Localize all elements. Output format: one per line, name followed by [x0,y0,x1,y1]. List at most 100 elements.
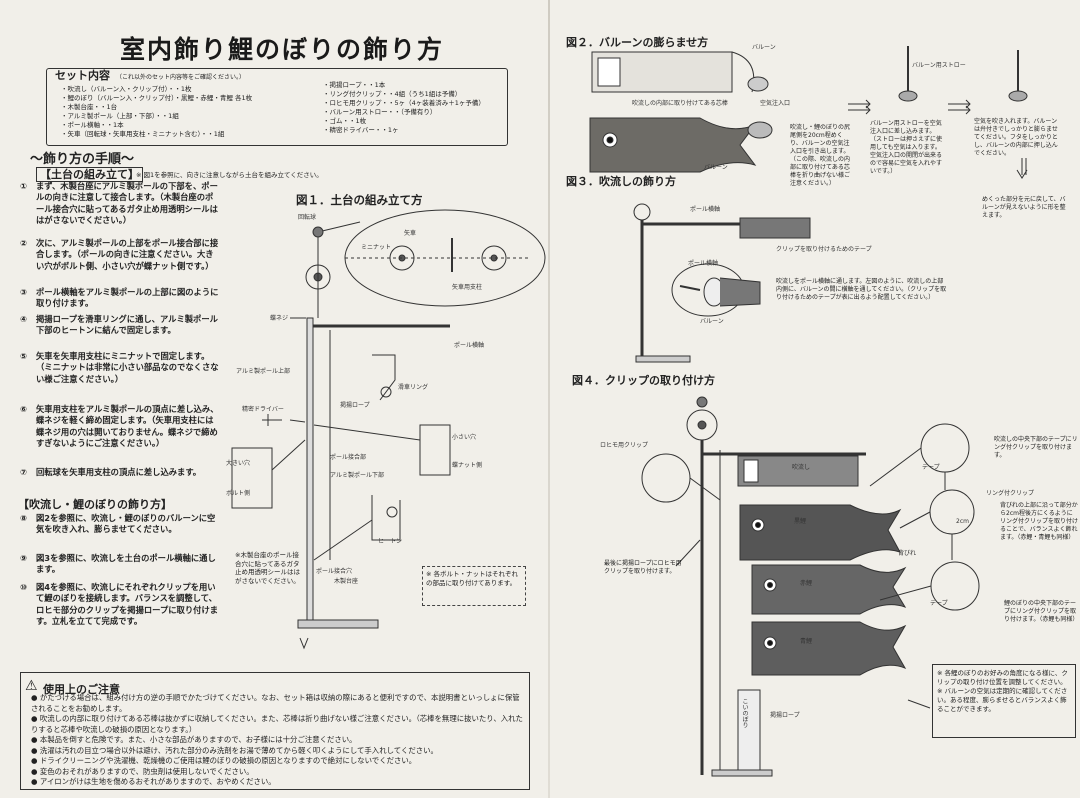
fig4-label: 黒鯉 [794,518,807,525]
set-item: ・掲揚ロープ・・1本 [323,81,386,89]
fig1-label: アルミ製ポール下部 [330,472,384,479]
fig2-label: 吹流しの内部に取り付けてある芯棒 [632,100,728,107]
step-text: 矢車を矢車用支柱にミニナットで固定します。（ミニナットは非常に小さい部品なのでな… [36,351,219,384]
step-number: ⑤ [20,351,28,361]
fig4-label: リング付クリップ [986,490,1035,497]
set-item: ・バルーン用ストロー・・（予備有り） [323,108,437,116]
procedure-heading: 〜飾り方の手順〜 [30,152,135,167]
fig4-label: テープ [922,464,940,471]
fig1-label: 矢車 [404,230,417,237]
wooden-base [297,619,379,629]
set-item: ・ロヒモ用クリップ・・5ヶ（4ヶ装着済み＋1ヶ予備） [323,99,485,107]
step-number: ④ [20,314,28,324]
set-item: ・木製台座・・1台 [61,103,118,111]
fig1-label: 回転球 [298,214,317,221]
fig2-text: 吹流し・鯉のぼりの尻尾側を20cm程めくり、バルーンの空気注入口を引き出します。… [790,124,851,187]
fig3-title: 図３．吹流しの飾り方 [566,175,676,188]
fig3-label: バルーン [700,318,724,325]
red-koi-drawing [751,564,907,615]
fig4-label: 青鯉 [800,638,813,645]
set-items-right: ・掲揚ロープ・・1本 ・リング付クリップ・・4組（うち1組は予備） ・ロヒモ用ク… [323,81,503,135]
step-text: 回転球を矢車用支柱の頂点に差し込みます。 [36,467,202,477]
step-number: ⑧ [20,513,28,523]
fig1-label: 蝶ナット側 [452,462,483,469]
fig1-label: ヒートン [378,538,403,545]
caution-item: 吹流しの内部に取り付けてある芯棒は抜かずに収納してください。また、芯棒は折り曲げ… [31,714,526,735]
step-text: 図2を参照に、吹流し・鯉のぼりのバルーンに空気を吹き入れ、膨らませてください。 [36,513,216,535]
set-contents-heading: セット内容 （これ以外のセット内容等をご確認ください。） [55,69,246,82]
set-item: ・矢車（回転球・矢車用支柱・ミニナット含む）・・1組 [61,130,225,138]
step-number: ⑩ [20,582,28,592]
base-note: ※ 図1を参照に、向きに注意しながら土台を組み立てください。 [136,171,323,179]
fig4-label: 赤鯉 [800,580,813,587]
step-number: ⑥ [20,404,28,414]
set-heading-text: セット内容 [55,69,110,82]
fig2-label: 空気注入口 [760,100,791,107]
fig2-text: めくった部分を元に戻して、バルーンが見えないように形を整えます。 [982,196,1066,219]
fig1-note-left: ※木製台座のポール接合穴に貼ってあるガタ止め用透明シールははがさないでください。 [235,551,300,585]
set-item: ・アルミ製ポール（上部・下部）・・1組 [61,112,179,120]
fig4-label: 吹流し [792,464,811,471]
fig2-label: バルーン [704,164,728,171]
fig4-label: ロヒモ用クリップ [600,442,649,449]
fig1-label: ポール横軸 [454,342,485,349]
fig1-drawing [231,209,546,650]
step-text: ポール横軸をアルミ製ポールの上部に図のように取り付けます。 [36,287,219,309]
caution-item: 変色のおそれがありますので、防虫剤は使用しないでください。 [31,767,526,778]
step-10: ⑩ 図4を参照に、吹流しにそれぞれクリップを用いて鯉のぼりを接続します。バランスを… [20,582,220,627]
fig1-label: ボルト側 [226,490,251,497]
fig2-title: 図２．バルーンの膨らませ方 [566,36,709,49]
step-5: ⑤ 矢車を矢車用支柱にミニナットで固定します。（ミニナットは非常に小さい部品なので… [20,351,220,385]
step-text: 掲揚ロープを滑車リングに通し、アルミ製ポール下部のヒートンに結んで固定します。 [36,314,218,336]
fig3-label: クリップを取り付けるためのテープ [776,246,872,253]
page-title: 室内飾り鯉のぼりの飾り方 [120,35,445,64]
stand-sign-label: こいのぼり [741,698,748,728]
fig1-label: ポール接合部 [330,454,367,461]
fig4-label: 背びれ [898,550,917,557]
fig1-label: アルミ製ポール上部 [236,368,290,375]
fig4-label: 2cm [956,518,969,525]
step-number: ⑦ [20,467,28,477]
step-text: 図4を参照に、吹流しにそれぞれクリップを用いて鯉のぼりを接続します。バランスを調… [36,582,219,626]
set-item: ・リング付クリップ・・4組（うち1組は予備） [323,90,462,98]
set-item: ・ポール横軸・・1本 [61,121,124,129]
koi-drawing [589,117,757,173]
set-item: ・鯉のぼり（バルーン入・クリップ付）・黒鯉・赤鯉・青鯉 各1枚 [61,94,253,102]
step-number: ② [20,238,28,248]
fig4-title: 図４．クリップの取り付け方 [572,374,715,387]
fig4-label: テープ [930,600,948,607]
set-item: ・精密ドライバー・・1ヶ [323,126,399,134]
black-koi-drawing [739,504,902,561]
koi-heading: 【吹流し・鯉のぼりの飾り方】 [18,498,172,511]
fig1-title: 図１．土台の組み立て方 [296,193,423,207]
base-heading: 【土台の組み立て】 [36,166,143,182]
fig4-text: 背びれの上部に沿って部分から2cm程後方にくるようにリング付クリップを取り付ける… [1000,502,1079,541]
fig2-label: バルーン [752,44,776,51]
step-text: 図3を参照に、吹流しを土台のポール横軸に通します。 [36,553,216,575]
fig4-note-box: ※ 各鯉のぼりのお好みの角度になる様に、クリップの取り付け位置を調整してください… [932,664,1076,738]
caution-list: かたづける場合は、組み付け方の逆の手順でかたづけてください。なお、セット箱は収納… [31,693,526,788]
set-item: ・ゴム・・1枚 [323,117,367,125]
step-text: まず、木製台座にアルミ製ポールの下部を、ポールの向きに注意して接合します。（木製… [36,181,218,225]
set-heading-note: （これ以外のセット内容等をご確認ください。） [116,74,246,81]
fig1-label: 矢車用支柱 [452,284,483,291]
fig1-label: ミニナット [361,244,392,251]
caution-item: かたづける場合は、組み付け方の逆の手順でかたづけてください。なお、セット箱は収納… [31,693,526,714]
fig1-label: 精密ドライバー [242,406,284,413]
step-8: ⑧ 図2を参照に、吹流し・鯉のぼりのバルーンに空気を吹き入れ、膨らませてください。 [20,513,220,536]
fig2-text: バルーン用ストローを空気注入口に差し込みます。（ストローは押さえずに使用しても空… [870,120,943,175]
fig4-left-text: 最後に掲揚ロープにロヒモ用クリップを取り付けます。 [604,560,682,575]
fig1-label: 滑車リング [398,384,429,391]
warning-icon: ⚠ [25,678,38,694]
blue-koi-drawing [751,621,907,676]
step-7: ⑦ 回転球を矢車用支柱の頂点に差し込みます。 [20,467,220,478]
fig1-label: 大きい穴 [226,460,251,467]
caution-item: アイロンがけは生地を傷めるおそれがありますので、おやめください。 [31,777,526,788]
caution-item: ドライクリーニングや洗濯機、乾燥機のご使用は鯉のぼりの破損の原因となりますので絶… [31,756,526,767]
